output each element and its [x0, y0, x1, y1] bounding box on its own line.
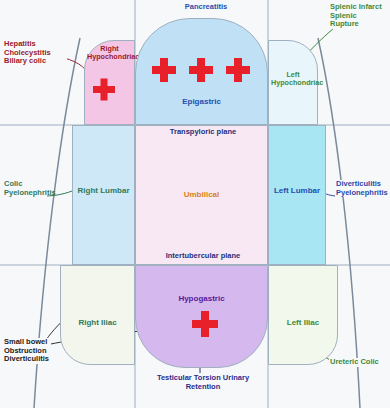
red-cross: [192, 311, 218, 337]
condition-label: Ureteric Colic: [329, 358, 387, 367]
abdominal-region: Left Iliac: [268, 265, 338, 365]
region-name: Right Lumbar: [75, 186, 132, 195]
region-name: Left Hypochondriac: [271, 71, 315, 88]
abdominal-region: Umbilical: [135, 125, 268, 265]
region-name: Left Iliac: [271, 318, 335, 327]
plane-label: Intertubercular plane: [150, 252, 256, 261]
abdominal-region: Right Iliac: [60, 265, 135, 365]
region-name: Right Hypochondriac: [87, 45, 132, 62]
condition-label: Colic Pyelonephritis: [3, 180, 47, 197]
abdominal-region: Left Lumbar: [268, 125, 326, 265]
region-name: Umbilical: [138, 190, 265, 199]
red-cross: [152, 58, 250, 82]
condition-label: Pancreatitis: [165, 3, 247, 12]
region-name: Hypogastric: [138, 294, 265, 303]
plane-label: Transpyloric plane: [150, 128, 256, 137]
abdominal-region: Hypogastric: [135, 265, 268, 368]
abdominal-region: Left Hypochondriac: [268, 40, 318, 125]
condition-label: Hepatitis Cholecystitis Biliary colic: [3, 40, 67, 66]
red-cross: [93, 79, 115, 101]
region-name: Right Iliac: [63, 318, 132, 327]
leader-line: [200, 368, 201, 373]
condition-label: Diverticulitis Pyelonephritis: [335, 180, 387, 197]
region-name: Left Lumbar: [271, 186, 323, 195]
condition-label: Splenic Infarct Splenic Rupture: [329, 3, 387, 29]
condition-label: Small bowel Obstruction Diverticulitis: [3, 338, 51, 364]
abdominal-region: Epigastric: [135, 18, 268, 125]
region-name: Epigastric: [138, 97, 265, 106]
condition-label: Testicular Torsion Urinary Retention: [140, 374, 266, 391]
abdominal-region: Right Lumbar: [72, 125, 135, 265]
abdominal-region: Right Hypochondriac: [84, 40, 135, 125]
